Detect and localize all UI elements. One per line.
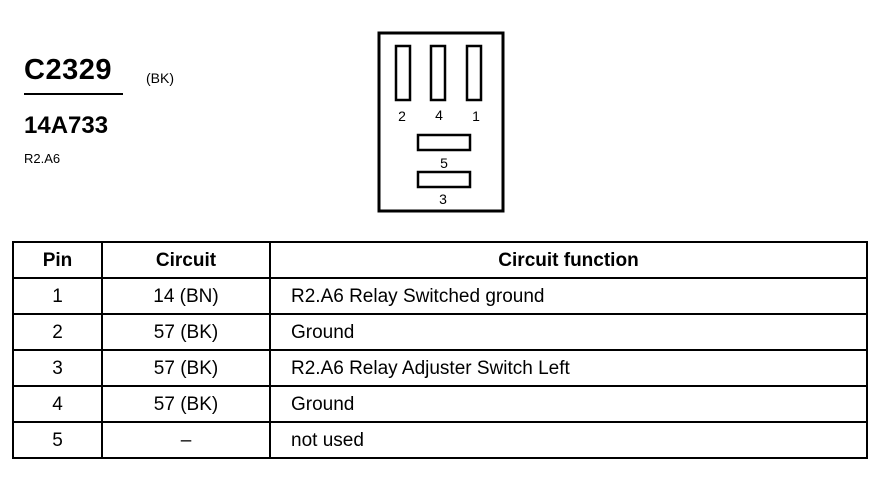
table-row: 1 14 (BN) R2.A6 Relay Switched ground — [12, 277, 868, 315]
terminal-pin-3 — [416, 170, 472, 189]
circuit-cell: 57 (BK) — [101, 385, 271, 423]
function-cell: R2.A6 Relay Adjuster Switch Left — [269, 349, 868, 387]
circuit-cell: 57 (BK) — [101, 313, 271, 351]
connector-id-underline — [24, 93, 123, 95]
pin-cell: 3 — [12, 349, 103, 387]
function-cell: R2.A6 Relay Switched ground — [269, 277, 868, 315]
table-row: 2 57 (BK) Ground — [12, 313, 868, 351]
table-header-row: Pin Circuit Circuit function — [12, 241, 868, 279]
pin-label-4: 4 — [435, 107, 443, 123]
terminal-pin-5 — [416, 133, 472, 152]
pin-cell: 4 — [12, 385, 103, 423]
terminal-pin-2 — [394, 44, 412, 102]
terminal-pin-4 — [429, 44, 447, 102]
header-circuit-function: Circuit function — [269, 241, 868, 279]
connector-location: R2.A6 — [24, 151, 61, 166]
pin-label-5: 5 — [440, 155, 448, 171]
table-row: 3 57 (BK) R2.A6 Relay Adjuster Switch Le… — [12, 349, 868, 387]
circuit-cell: 57 (BK) — [101, 349, 271, 387]
pin-label-1: 1 — [472, 108, 480, 124]
header-circuit: Circuit — [101, 241, 271, 279]
pin-label-2: 2 — [398, 108, 406, 124]
pin-label-3: 3 — [439, 191, 447, 207]
table-row: 4 57 (BK) Ground — [12, 385, 868, 423]
pin-cell: 1 — [12, 277, 103, 315]
function-cell: Ground — [269, 313, 868, 351]
connector-face-diagram: 2 4 1 5 3 — [377, 31, 505, 213]
connector-id: C2329 — [24, 54, 112, 86]
circuit-cell: 14 (BN) — [101, 277, 271, 315]
table-row: 5 – not used — [12, 421, 868, 459]
connector-color: (BK) — [146, 70, 174, 86]
pin-cell: 2 — [12, 313, 103, 351]
part-number: 14A733 — [24, 112, 109, 139]
terminal-pin-1 — [465, 44, 483, 102]
circuit-cell: – — [101, 421, 271, 459]
header-pin: Pin — [12, 241, 103, 279]
pinout-table: Pin Circuit Circuit function 1 14 (BN) R… — [12, 241, 868, 459]
function-cell: not used — [269, 421, 868, 459]
pin-cell: 5 — [12, 421, 103, 459]
function-cell: Ground — [269, 385, 868, 423]
connector-housing — [377, 31, 505, 213]
